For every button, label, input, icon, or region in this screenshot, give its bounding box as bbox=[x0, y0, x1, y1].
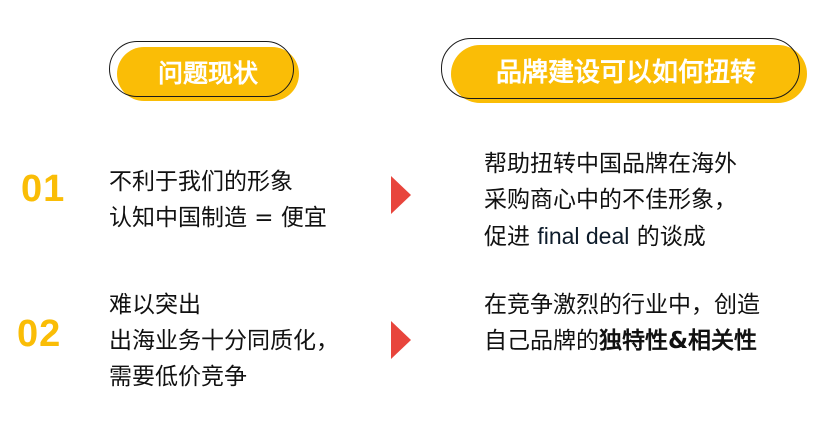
triangle-right-icon bbox=[391, 321, 411, 359]
problem-line: 难以突出 bbox=[109, 292, 201, 318]
header-problem-label: 问题现状 bbox=[157, 59, 258, 88]
header-solution-label: 品牌建设可以如何扭转 bbox=[495, 57, 756, 88]
row-number-01: 01 bbox=[21, 168, 66, 210]
solution-line: 促进 final deal 的谈成 bbox=[484, 218, 737, 255]
problem-text-01: 不利于我们的形象 认知中国制造 = 便宜 bbox=[109, 164, 327, 236]
solution-text: 自己品牌的 bbox=[484, 328, 599, 354]
solution-text: 促进 bbox=[484, 224, 538, 250]
pill-outline bbox=[109, 41, 294, 97]
problem-line: 出海业务十分同质化， bbox=[109, 328, 339, 354]
solution-line: 在竞争激烈的行业中，创造 bbox=[484, 292, 760, 318]
solution-line: 帮助扭转中国品牌在海外 bbox=[484, 151, 737, 177]
solution-text: 的谈成 bbox=[629, 224, 706, 250]
solution-line: 采购商心中的不佳形象， bbox=[484, 187, 737, 213]
solution-emphasis: 独特性&相关性 bbox=[599, 328, 758, 354]
problem-text-02: 难以突出 出海业务十分同质化， 需要低价竞争 bbox=[109, 287, 339, 395]
solution-text-02: 在竞争激烈的行业中，创造 自己品牌的独特性&相关性 bbox=[484, 287, 760, 359]
pill-fill bbox=[451, 45, 807, 103]
solution-line: 自己品牌的独特性&相关性 bbox=[484, 323, 760, 359]
solution-latin-text: final deal bbox=[537, 223, 630, 249]
solution-text-01: 帮助扭转中国品牌在海外 采购商心中的不佳形象， 促进 final deal 的谈… bbox=[484, 146, 737, 255]
problem-line: 不利于我们的形象 bbox=[109, 169, 293, 195]
problem-line: 需要低价竞争 bbox=[109, 364, 247, 390]
problem-line: 认知中国制造 = 便宜 bbox=[109, 205, 327, 231]
row-number-02: 02 bbox=[17, 313, 62, 355]
triangle-right-icon bbox=[391, 176, 411, 214]
pill-outline bbox=[441, 38, 800, 99]
